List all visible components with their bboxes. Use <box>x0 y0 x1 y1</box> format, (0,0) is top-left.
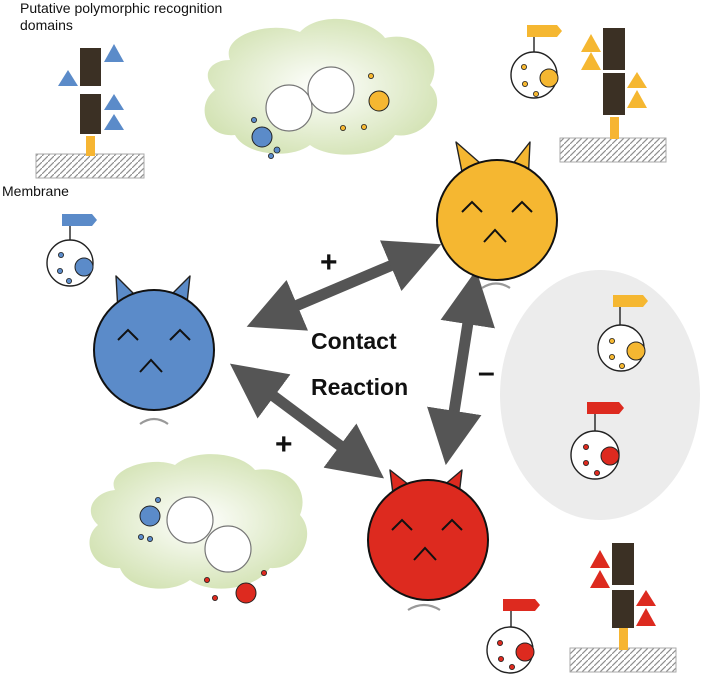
small-cell-yellow-top <box>510 25 562 99</box>
small-cell-yellow-ellipse <box>597 295 648 372</box>
label-contact: Contact <box>311 328 397 354</box>
cell-face-yellow <box>436 141 558 289</box>
sign-minus-right: – <box>478 356 495 389</box>
cell-face-blue <box>93 275 215 425</box>
label-recognition-domains: Putative polymorphic recognition domains <box>20 0 223 33</box>
small-cell-red-bottom <box>486 599 540 674</box>
small-cell-blue <box>46 214 97 287</box>
receptor-red <box>569 543 677 673</box>
receptor-blue <box>35 44 145 179</box>
sign-plus-bottom: + <box>275 428 293 461</box>
arrow-yellow-red <box>427 269 495 466</box>
small-cell-red-ellipse <box>570 402 624 480</box>
cell-face-red <box>367 469 489 611</box>
label-membrane: Membrane <box>2 183 69 199</box>
arrow-blue-yellow <box>246 240 442 331</box>
cloud-bottom-contents <box>137 496 267 604</box>
receptor-yellow <box>559 28 667 163</box>
cloud-top-contents <box>250 66 390 159</box>
interaction-group-ellipse <box>500 270 700 520</box>
sign-plus-top: + <box>320 246 338 279</box>
arrow-blue-red <box>229 363 385 479</box>
label-reaction: Reaction <box>311 374 409 400</box>
